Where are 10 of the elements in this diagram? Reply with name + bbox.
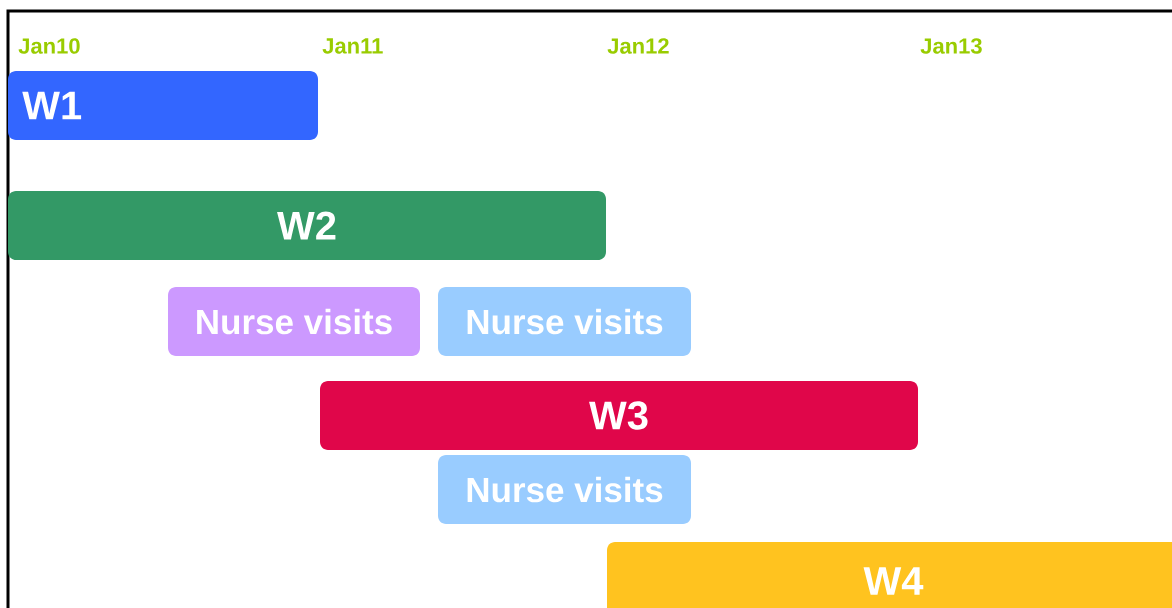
date-label: Jan11 xyxy=(322,38,383,54)
timeline-bar: Nurse visits xyxy=(438,287,691,356)
timeline-bar: W1 xyxy=(8,71,318,140)
date-label: Jan13 xyxy=(920,38,982,54)
timeline-bar: Nurse visits xyxy=(438,455,691,524)
timeline-bar: W2 xyxy=(8,191,606,260)
timeline-bar: W4 xyxy=(607,542,1172,608)
date-label: Jan12 xyxy=(607,38,669,54)
timeline-bar: W3 xyxy=(320,381,918,450)
timeline-bar: Nurse visits xyxy=(168,287,420,356)
